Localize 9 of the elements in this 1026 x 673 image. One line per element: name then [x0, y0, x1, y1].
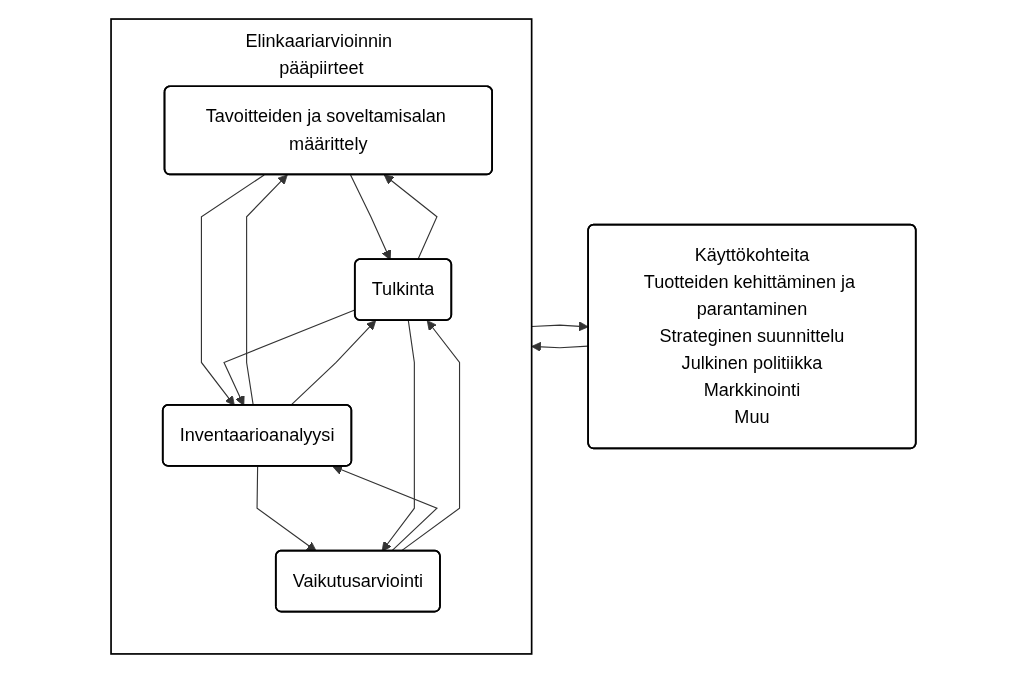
- arrow: [349, 174, 391, 261]
- arrow: [200, 174, 265, 406]
- arrow: [400, 320, 460, 552]
- arrow: [256, 465, 317, 552]
- arrow: [245, 174, 288, 406]
- arrow: [381, 320, 415, 552]
- arrow: [332, 465, 438, 552]
- arrow: [383, 174, 438, 261]
- arrow: [289, 320, 376, 406]
